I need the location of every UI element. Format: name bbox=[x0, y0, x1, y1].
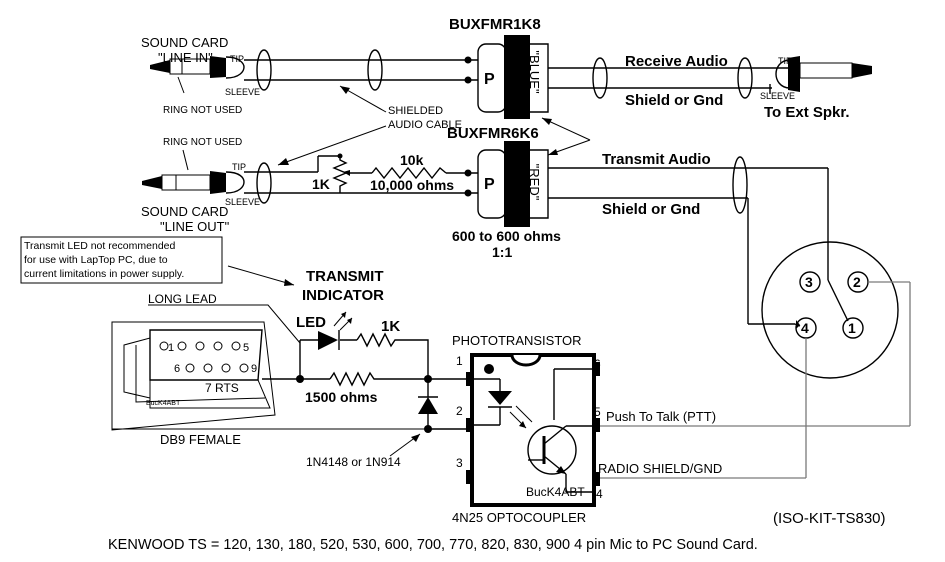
note-line-1: Transmit LED not recommended bbox=[24, 240, 175, 252]
db9-pins-top bbox=[159, 341, 241, 351]
ratio-label: 1:1 bbox=[492, 244, 512, 260]
pot-value-label: 1K bbox=[312, 176, 330, 192]
line-out-sound-card-label: SOUND CARD bbox=[141, 204, 228, 219]
db9-pin9-label: 9 bbox=[251, 363, 257, 375]
potentiometer-1k bbox=[317, 155, 372, 193]
ring-not-used-label-1: RING NOT USED bbox=[163, 105, 242, 116]
opto-brand-label: BucK4ABT bbox=[526, 485, 585, 499]
mic-pin3-label: 3 bbox=[805, 274, 813, 290]
res-10k-ohms-label: 10,000 ohms bbox=[370, 177, 454, 193]
shielded-label: SHIELDED bbox=[388, 105, 443, 117]
transmit-audio-label: Transmit Audio bbox=[602, 151, 711, 168]
ext-speaker-plug bbox=[769, 56, 872, 94]
opto-pin1-label: 1 bbox=[456, 354, 463, 368]
resistor-1k bbox=[356, 332, 429, 378]
phototransistor-label: PHOTOTRANSISTOR bbox=[452, 333, 582, 348]
spkr-tip-label: TIP bbox=[778, 56, 792, 66]
line-in-label: "LINE IN" bbox=[158, 50, 213, 65]
line-in-tip-label: TIP bbox=[230, 54, 244, 64]
kit-id-label: (ISO-KIT-TS830) bbox=[773, 510, 886, 527]
resistor-10k bbox=[371, 166, 478, 180]
optocoupler-4n25 bbox=[466, 353, 600, 507]
res-1k-label: 1K bbox=[381, 318, 400, 335]
line-in-plug bbox=[150, 56, 245, 79]
xfmr2-name-label: BUXFMR6K6 bbox=[447, 125, 539, 142]
led-label: LED bbox=[296, 314, 326, 331]
line-out-label: "LINE OUT" bbox=[160, 219, 230, 234]
note-line-3: current limitations in power supply. bbox=[24, 268, 184, 280]
to-ext-spkr-label: To Ext Spkr. bbox=[764, 104, 850, 121]
db9-pin6-label: 6 bbox=[174, 363, 180, 375]
db9-brand-label: BucK4ABT bbox=[146, 400, 181, 407]
diode-1n4148 bbox=[418, 379, 438, 429]
db9-pins-bottom bbox=[185, 363, 249, 373]
spkr-sleeve-label: SLEEVE bbox=[760, 91, 795, 101]
radio-shield-label: RADIO SHIELD/GND bbox=[598, 461, 722, 476]
note-line-2: for use with LapTop PC, due to bbox=[24, 254, 168, 266]
transformer-red: P "RED" bbox=[477, 141, 549, 227]
db9-pin1-label: 1 bbox=[168, 342, 174, 354]
opto-pin5-label: 5 bbox=[594, 405, 601, 419]
xfmr1-primary-label: P bbox=[484, 71, 495, 88]
mic-pin2-label: 2 bbox=[853, 274, 861, 290]
transmit-label: TRANSMIT bbox=[306, 268, 384, 285]
xfmr1-color-label: "BLUE" bbox=[527, 50, 542, 94]
res-1500-label: 1500 ohms bbox=[305, 389, 378, 405]
db9-label: DB9 FEMALE bbox=[160, 432, 241, 447]
db9-connector bbox=[111, 321, 276, 431]
mic-pin4-label: 4 bbox=[801, 320, 809, 336]
res-10k-label: 10k bbox=[400, 152, 424, 168]
db9-rts-label: 7 RTS bbox=[205, 381, 239, 395]
line-in-sleeve-label: SLEEVE bbox=[225, 87, 260, 97]
ring-not-used-label-2: RING NOT USED bbox=[163, 137, 242, 148]
ptt-label: Push To Talk (PTT) bbox=[606, 409, 716, 424]
transformer-blue: P "BLUE" bbox=[477, 35, 549, 119]
impedance-label: 600 to 600 ohms bbox=[452, 228, 561, 244]
xfmr2-color-label: "RED" bbox=[527, 164, 542, 201]
mic-pin1-label: 1 bbox=[848, 320, 856, 336]
xfmr1-name-label: BUXFMR1K8 bbox=[449, 16, 541, 33]
optocoupler-label: 4N25 OPTOCOUPLER bbox=[452, 510, 586, 525]
mic-connector-4pin bbox=[761, 241, 899, 379]
laptop-note-box bbox=[20, 236, 223, 284]
receive-shield-label: Shield or Gnd bbox=[625, 92, 723, 109]
line-out-sleeve-label: SLEEVE bbox=[225, 197, 260, 207]
audio-cable-label: AUDIO CABLE bbox=[388, 119, 462, 131]
opto-pin6-label: 6 bbox=[594, 357, 601, 371]
long-lead-label: LONG LEAD bbox=[148, 292, 217, 306]
opto-pin2-label: 2 bbox=[456, 404, 463, 418]
db9-pin5-label: 5 bbox=[243, 342, 249, 354]
opto-pin3-label: 3 bbox=[456, 456, 463, 470]
receive-audio-label: Receive Audio bbox=[625, 53, 728, 70]
line-in-sound-card-label: SOUND CARD bbox=[141, 35, 228, 50]
opto-pin4-label: 4 bbox=[596, 487, 603, 501]
indicator-label: INDICATOR bbox=[302, 287, 384, 304]
transmit-shield-label: Shield or Gnd bbox=[602, 201, 700, 218]
line-out-plug bbox=[142, 171, 245, 194]
xfmr2-primary-label: P bbox=[484, 176, 495, 193]
diode-label: 1N4148 or 1N914 bbox=[306, 455, 401, 469]
led-indicator bbox=[300, 311, 357, 350]
footer-caption: KENWOOD TS = 120, 130, 180, 520, 530, 60… bbox=[108, 537, 758, 553]
line-out-tip-label: TIP bbox=[232, 162, 246, 172]
